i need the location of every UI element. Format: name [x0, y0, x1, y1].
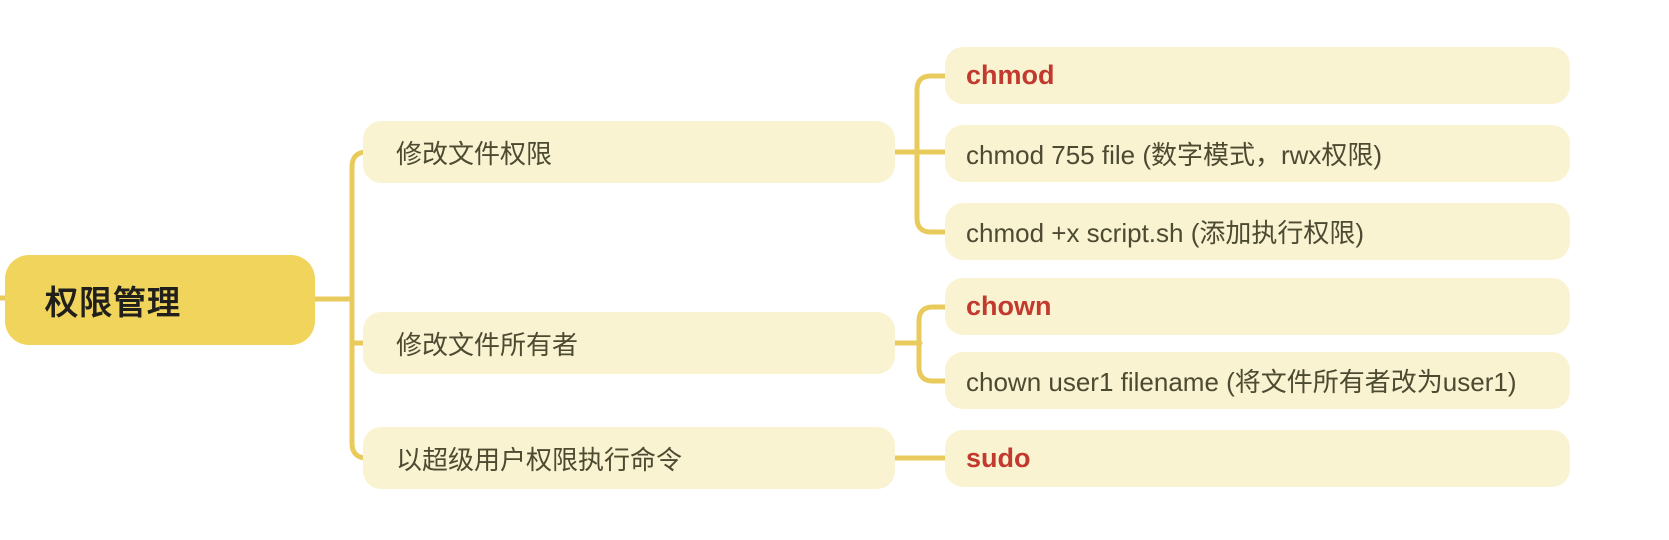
node-cmd-chmod[interactable]: chmod [945, 47, 1570, 104]
node-branch-file-owner[interactable]: 修改文件所有者 [363, 312, 895, 374]
connector-branch1-trunk [914, 73, 952, 235]
node-example-chmod-x[interactable]: chmod +x script.sh (添加执行权限) [945, 203, 1570, 260]
node-cmd-chown[interactable]: chown [945, 278, 1570, 335]
node-branch-file-permissions[interactable]: 修改文件权限 [363, 121, 895, 183]
node-example-chown-user1[interactable]: chown user1 filename (将文件所有者改为user1) [945, 352, 1570, 409]
node-root[interactable]: 权限管理 [5, 255, 315, 345]
connector-branch2-trunk [916, 304, 952, 384]
node-cmd-sudo[interactable]: sudo [945, 430, 1570, 487]
node-example-chmod-755[interactable]: chmod 755 file (数字模式，rwx权限) [945, 125, 1570, 182]
node-branch-sudo-exec[interactable]: 以超级用户权限执行命令 [363, 427, 895, 489]
connector-main-trunk [349, 149, 370, 461]
